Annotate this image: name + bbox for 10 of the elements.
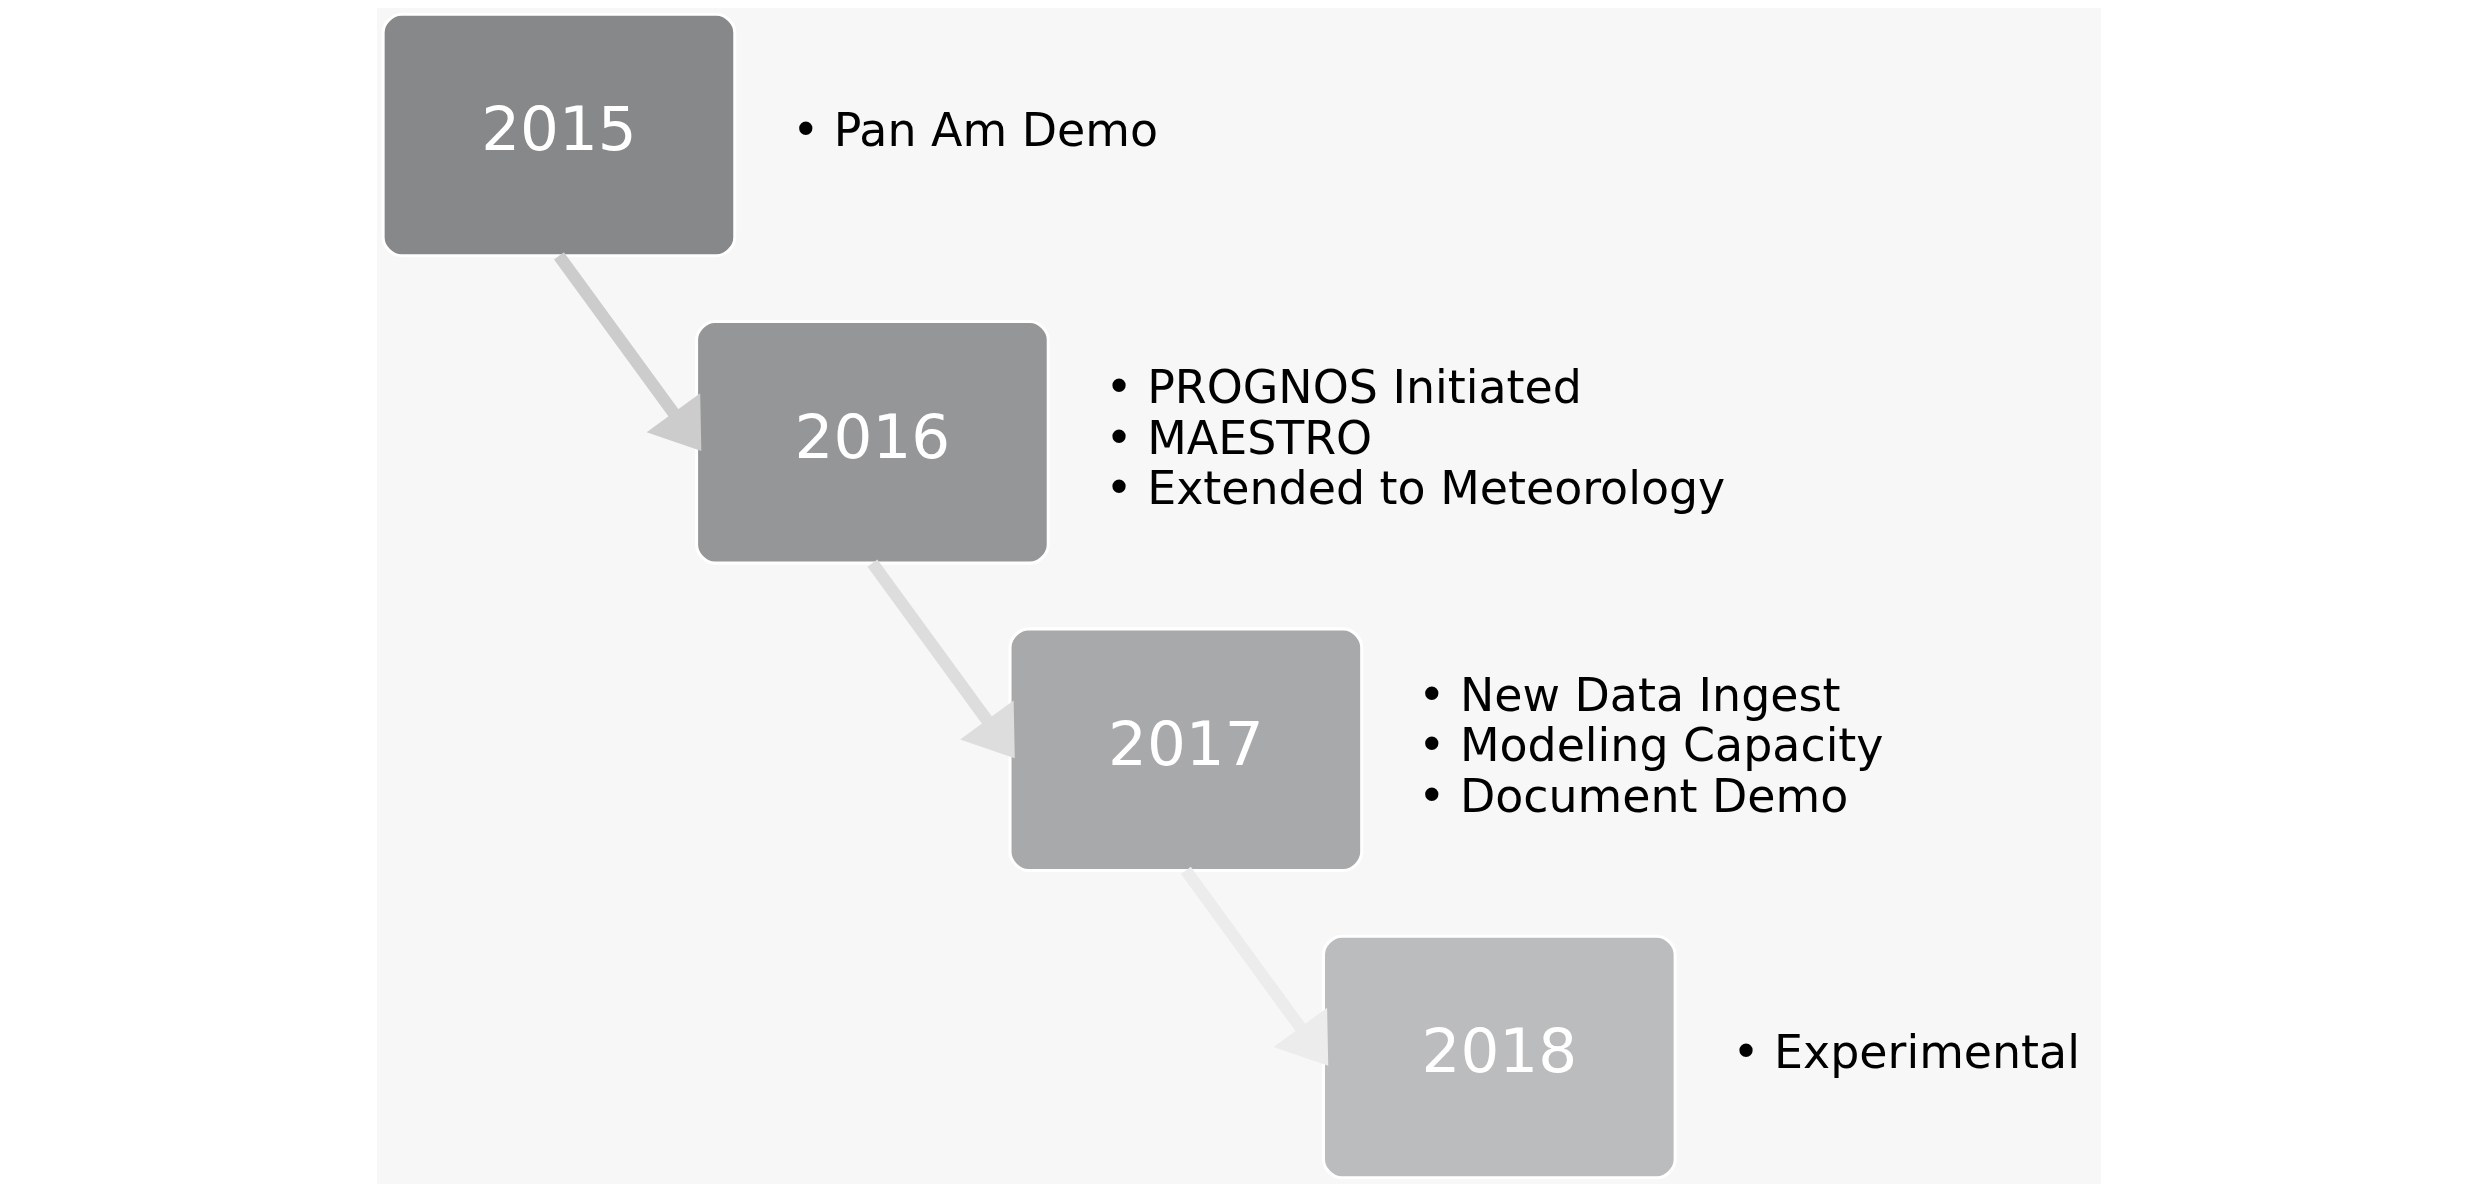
node-box: 2017 (1008, 627, 1363, 872)
arrow (1180, 866, 1328, 1066)
node-box: 2016 (694, 320, 1050, 565)
node-label: • Pan Am Demo (791, 103, 1158, 158)
arrow (553, 252, 701, 451)
arrow (866, 559, 1015, 759)
node-label: • Experimental (1732, 1025, 2080, 1080)
node-label: • New Data Ingest (1417, 667, 1840, 722)
node-box: 2018 (1321, 934, 1677, 1180)
node-box: 2015 (381, 12, 736, 258)
